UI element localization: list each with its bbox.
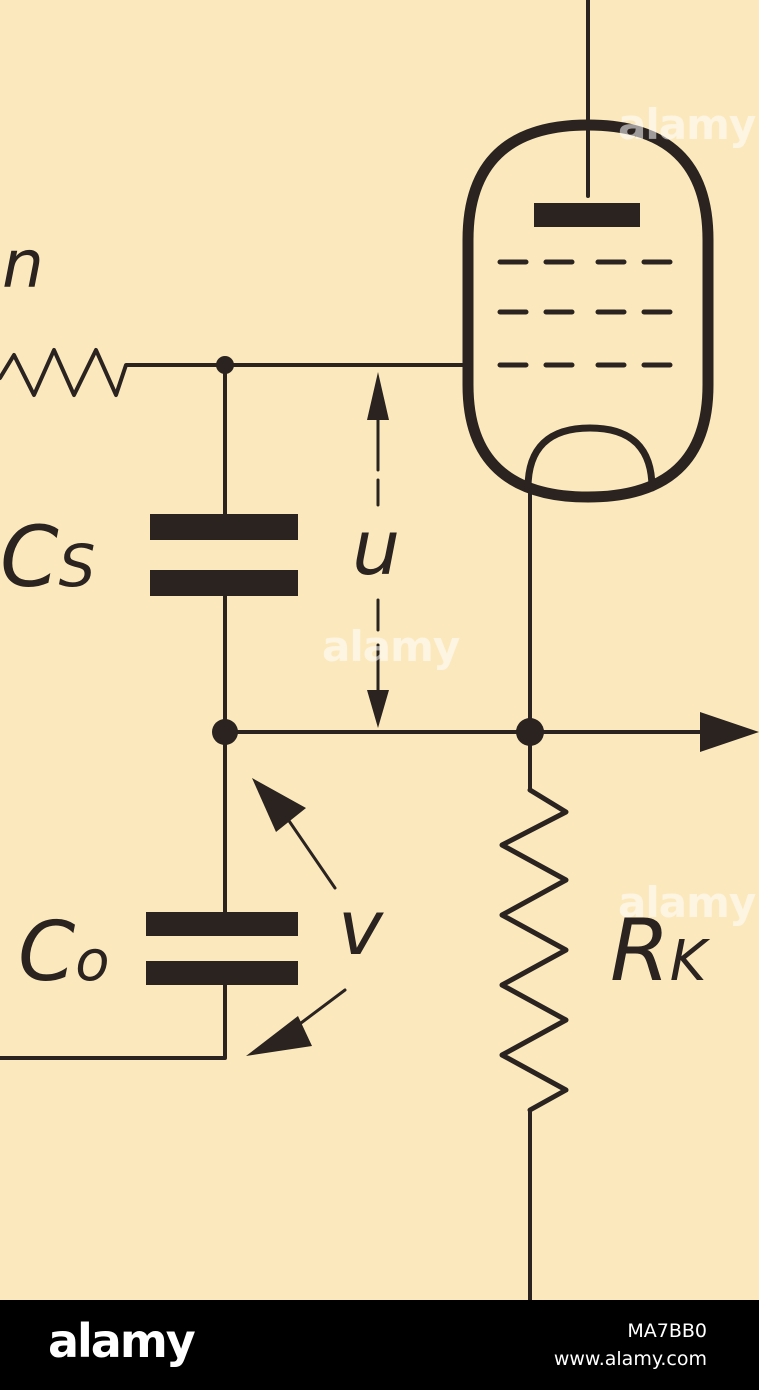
junction-node-grid <box>216 356 234 374</box>
u-arrowhead-down <box>367 690 389 728</box>
watermark-lower: alamy <box>618 878 756 927</box>
image-id-text: MA7BB0 <box>627 1320 707 1342</box>
co-label: Co <box>18 905 110 1000</box>
junction-node-cathode <box>516 718 544 746</box>
tube-envelope <box>462 119 714 503</box>
tube-cathode <box>524 424 656 492</box>
circuit-schematic <box>0 0 759 1300</box>
cs-label: CS <box>0 508 96 606</box>
input-resistor <box>0 348 142 397</box>
tube-anode-plate <box>534 203 640 227</box>
tube-grids <box>497 259 673 368</box>
v-label: v <box>338 883 383 972</box>
footer-logo: alamy <box>48 1314 196 1368</box>
rk-resistor <box>499 787 569 1113</box>
v-arrowhead-upper <box>252 778 306 832</box>
watermark-top: alamy <box>618 100 756 149</box>
v-arrowhead-lower <box>246 1016 312 1056</box>
co-lower-lead <box>0 983 227 1060</box>
cs-plate-top <box>150 514 298 540</box>
junction-node-left <box>212 719 238 745</box>
site-url-text: www.alamy.com <box>553 1348 707 1370</box>
rk-label: RK <box>610 901 707 1001</box>
v-arrow-upper-shaft <box>283 813 337 890</box>
u-label: u <box>352 503 401 592</box>
footer-bar: alamy MA7BB0 www.alamy.com <box>0 1300 759 1390</box>
cs-plate-bottom <box>150 570 298 596</box>
input-resistor-label: n <box>2 226 44 303</box>
co-plate-bottom <box>146 961 298 985</box>
output-arrowhead <box>700 712 759 752</box>
u-arrowhead-up <box>367 372 389 420</box>
watermark-middle: alamy <box>322 622 460 671</box>
co-plate-top <box>146 912 298 936</box>
